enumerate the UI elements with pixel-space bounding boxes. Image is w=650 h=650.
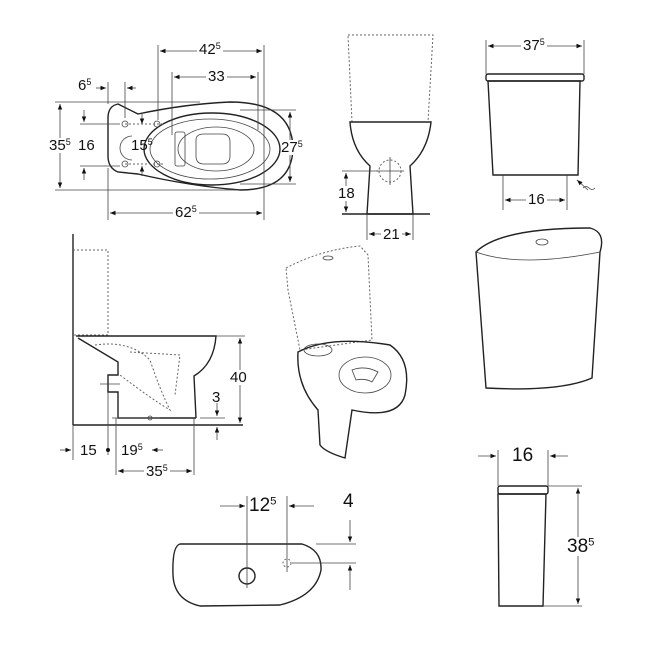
dim-label-seat-length: 33 [206,68,227,85]
dim-label-foot-width: 21 [381,226,402,243]
dim-label-outlet-offset: 195 [121,442,143,459]
top-view [55,45,296,220]
dim-label-outlet-height: 18 [338,185,355,202]
dim-label-foot-depth: 355 [144,463,170,480]
dim-label-fix-offset: 65 [78,77,92,94]
dim-label-cistern-depth: 16 [512,445,534,466]
dim-label-cistern-height: 385 [567,536,595,557]
front-view [342,34,434,240]
dim-label-outlet-dia: 155 [131,137,153,154]
dim-label-button-offset: 125 [249,495,277,516]
dim-label-cistern-width: 375 [521,37,547,54]
dim-label-seat-width: 275 [281,139,303,156]
dim-label-overall-length: 625 [173,204,199,221]
cistern-front-view [485,40,596,210]
water-inlet-icon [576,179,589,191]
dim-label-wall-offset: 15 [80,442,97,459]
cistern-side-view [478,450,582,607]
side-view [60,234,245,475]
dim-label-inlet-depth: 4 [343,491,354,512]
dim-label-seat-height: 40 [230,369,247,386]
dim-label-fix-spacing: 16 [78,137,95,154]
perspective-view [285,245,408,459]
dim-label-overall-width: 355 [49,137,71,154]
cistern-perspective [475,227,603,390]
dim-label-bowl-to-front: 425 [197,41,223,58]
dim-label-inlet-spacing: 16 [526,191,547,208]
cistern-top-view [172,496,356,607]
dim-label-floor-gap: 3 [212,389,221,406]
